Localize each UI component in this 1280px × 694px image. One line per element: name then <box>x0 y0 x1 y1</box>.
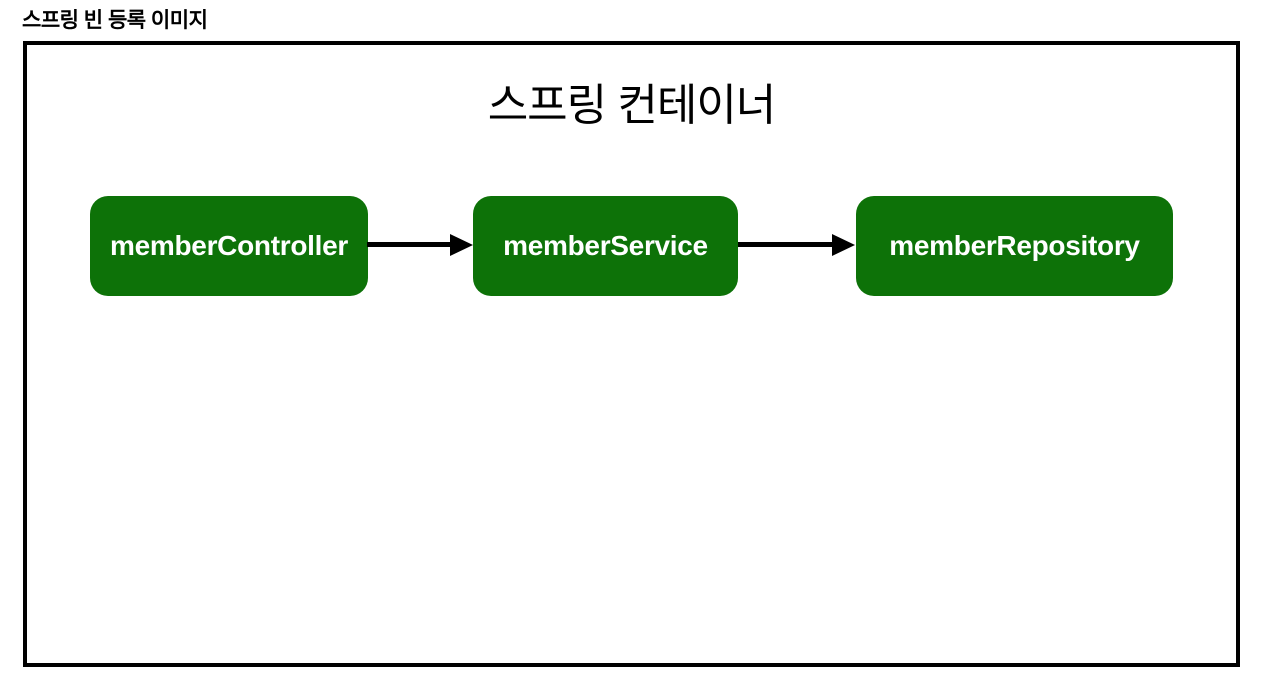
arrow-right-icon <box>738 242 832 247</box>
bean-member-repository: memberRepository <box>856 196 1173 296</box>
spring-container-title: 스프링 컨테이너 <box>487 81 777 130</box>
bean-member-service: memberService <box>473 196 738 296</box>
arrow-right-icon <box>367 242 450 247</box>
page-title: 스프링 빈 등록 이미지 <box>22 9 208 32</box>
bean-member-controller: memberController <box>90 196 368 296</box>
spring-container-box: 스프링 컨테이너 memberController memberService … <box>23 41 1240 667</box>
